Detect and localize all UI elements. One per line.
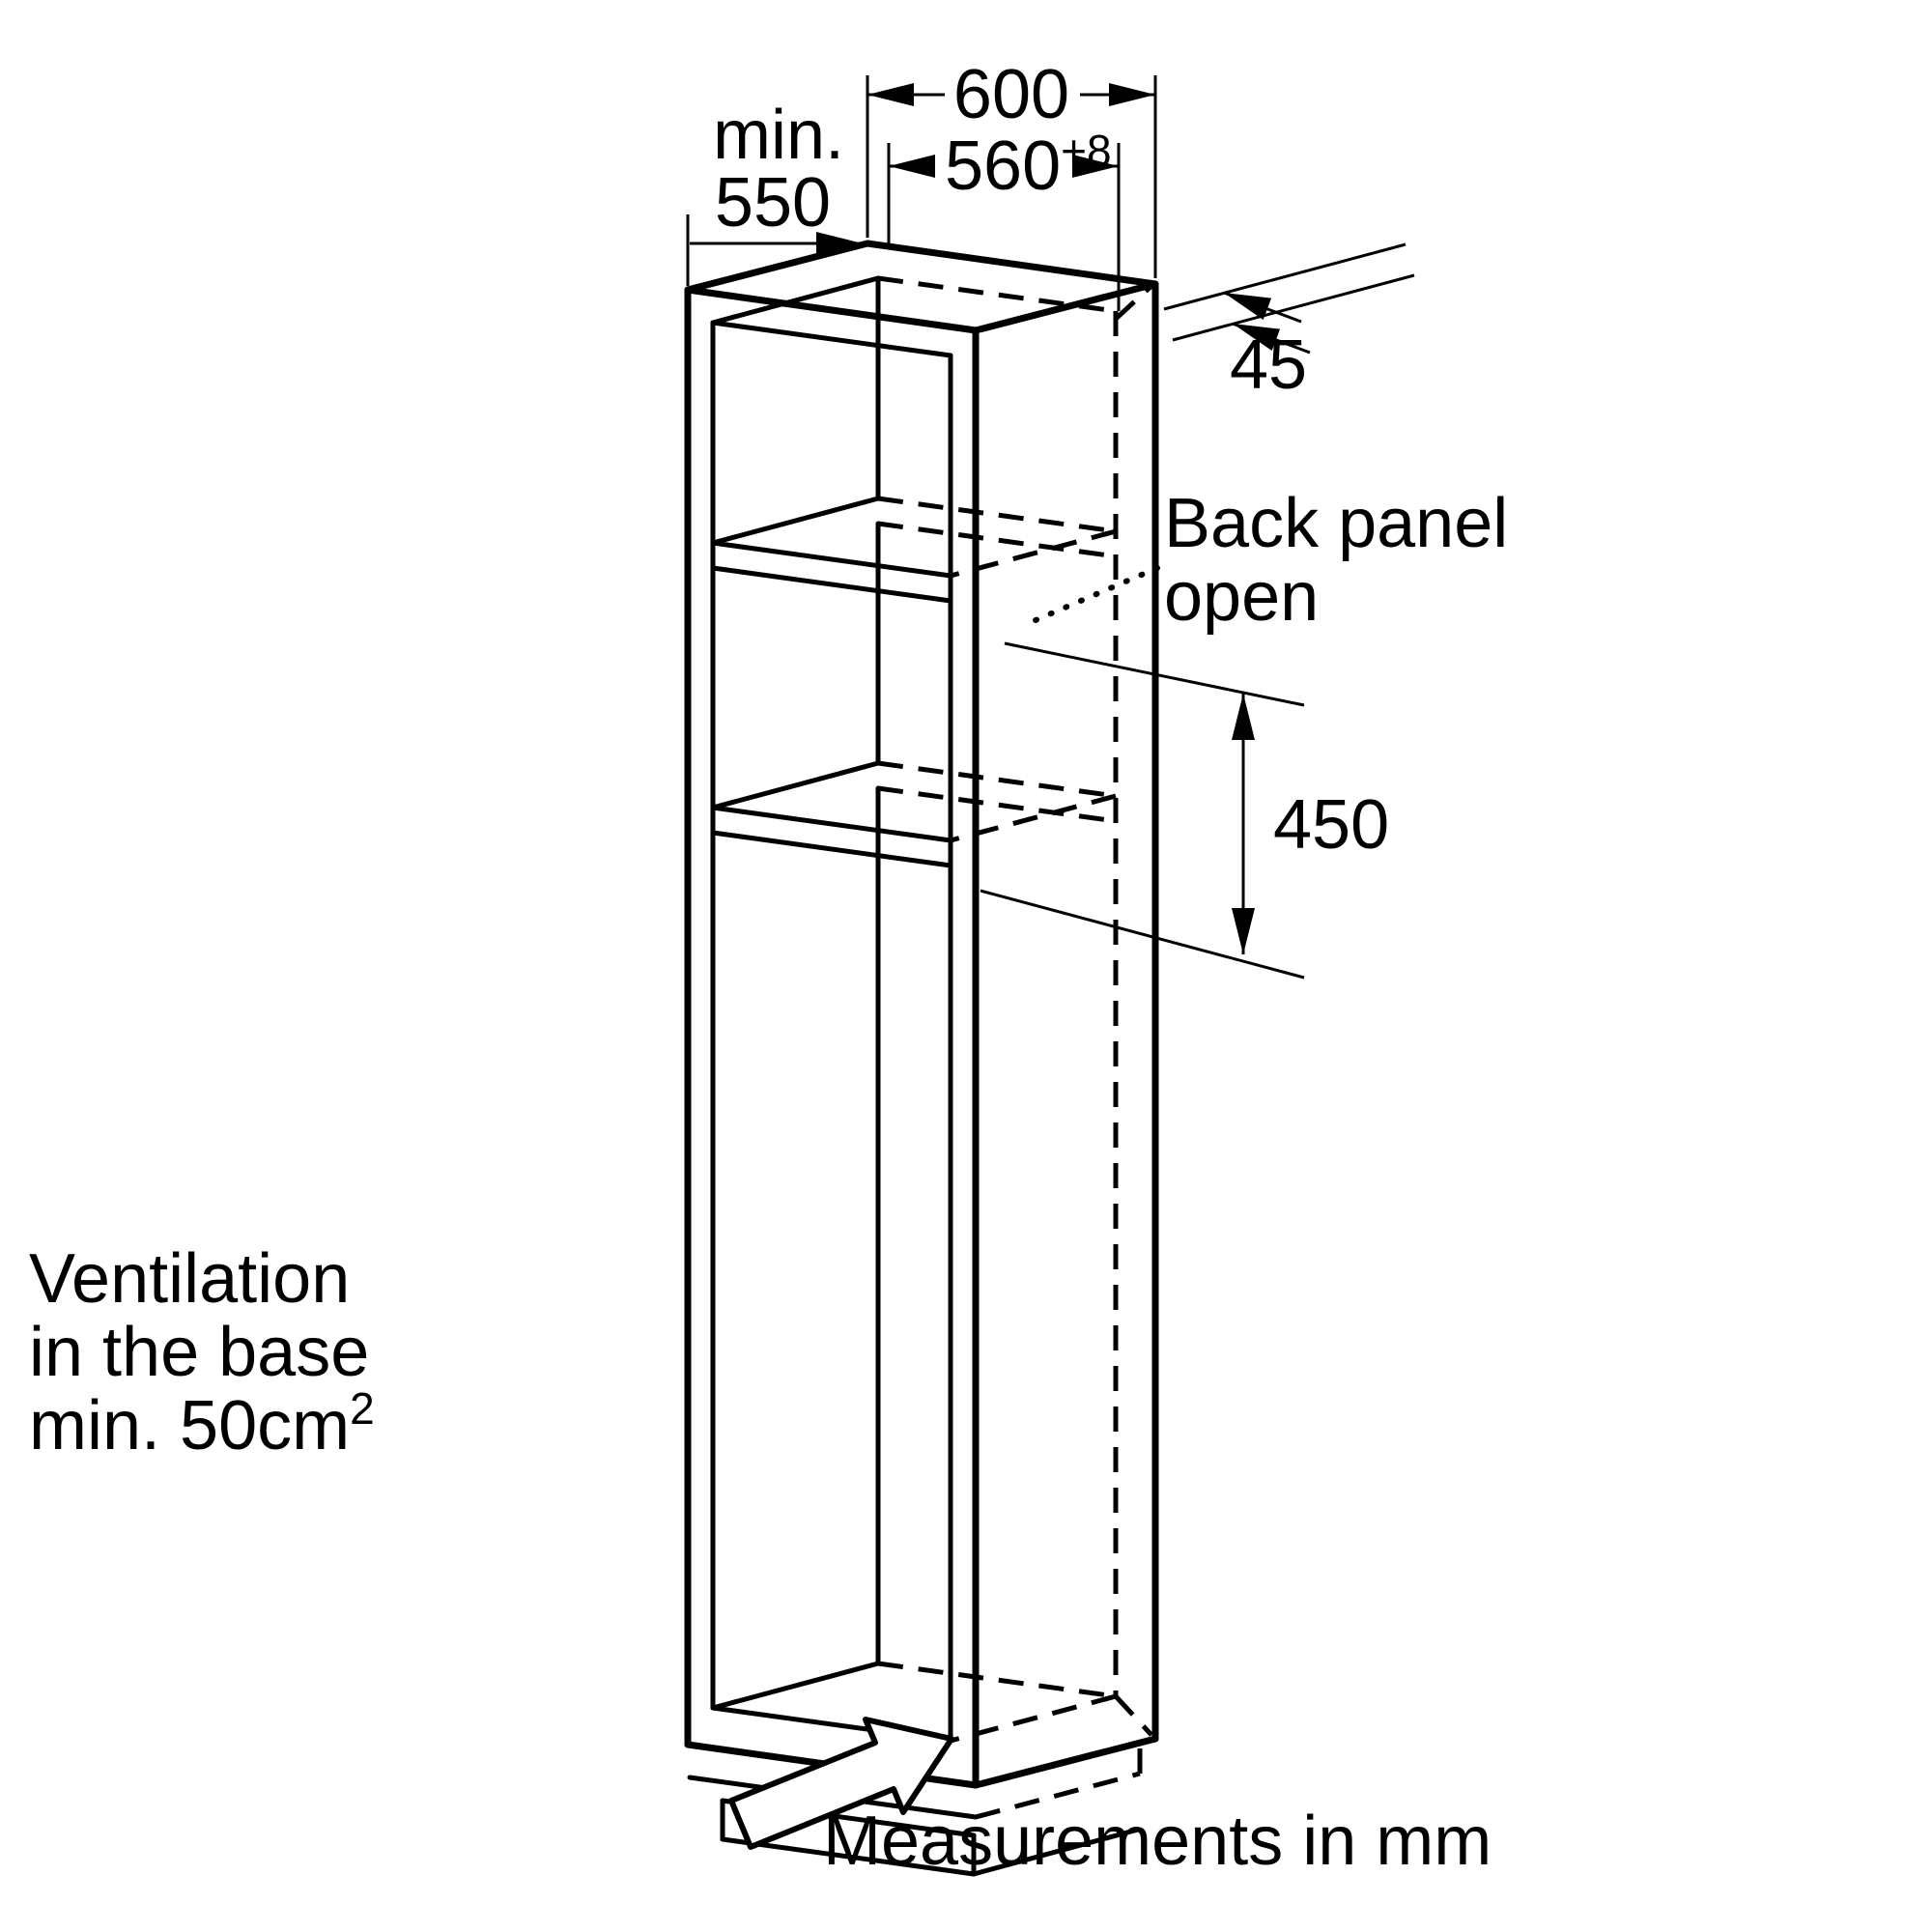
back-panel-label-line1: Back panel	[1164, 485, 1508, 562]
cabinet-outline	[684, 240, 1159, 1789]
cabinet-shelf-upper	[710, 275, 953, 604]
back-panel-annotation: Back panel open	[1026, 485, 1508, 636]
ventilation-label-line1: Ventilation	[29, 1240, 350, 1318]
dimension-rear-offset: 45	[1163, 242, 1415, 404]
cabinet-hidden-edges	[877, 275, 1153, 1820]
rear-offset-value: 45	[1230, 327, 1307, 404]
dimension-outer-width: 600	[866, 56, 1157, 278]
ventilation-arrow-icon	[728, 1717, 954, 1850]
min-depth-prefix: min.	[713, 97, 844, 174]
cabinet-top-face	[684, 240, 1159, 334]
back-panel-label-line2: open	[1164, 558, 1319, 636]
niche-width-value: 560+8	[945, 126, 1112, 205]
ventilation-label-line3: min. 50cm2	[29, 1383, 375, 1464]
outer-width-value: 600	[953, 56, 1069, 133]
dimension-niche-height: 450	[980, 641, 1389, 980]
measurements-unit-note: Measurements in mm	[823, 1803, 1492, 1880]
cabinet-base-plinth	[687, 1775, 1141, 1877]
dimension-niche-width: 560+8	[887, 126, 1121, 311]
dimension-min-depth: min. 550	[686, 97, 863, 286]
ventilation-label-line2: in the base	[29, 1314, 369, 1391]
ventilation-annotation: Ventilation in the base min. 50cm2	[29, 1240, 375, 1464]
min-depth-value: 550	[715, 164, 831, 242]
cabinet-bottom-compartment	[710, 785, 881, 1711]
niche-height-value: 450	[1273, 786, 1389, 864]
cabinet-shelf-lower	[710, 521, 953, 868]
